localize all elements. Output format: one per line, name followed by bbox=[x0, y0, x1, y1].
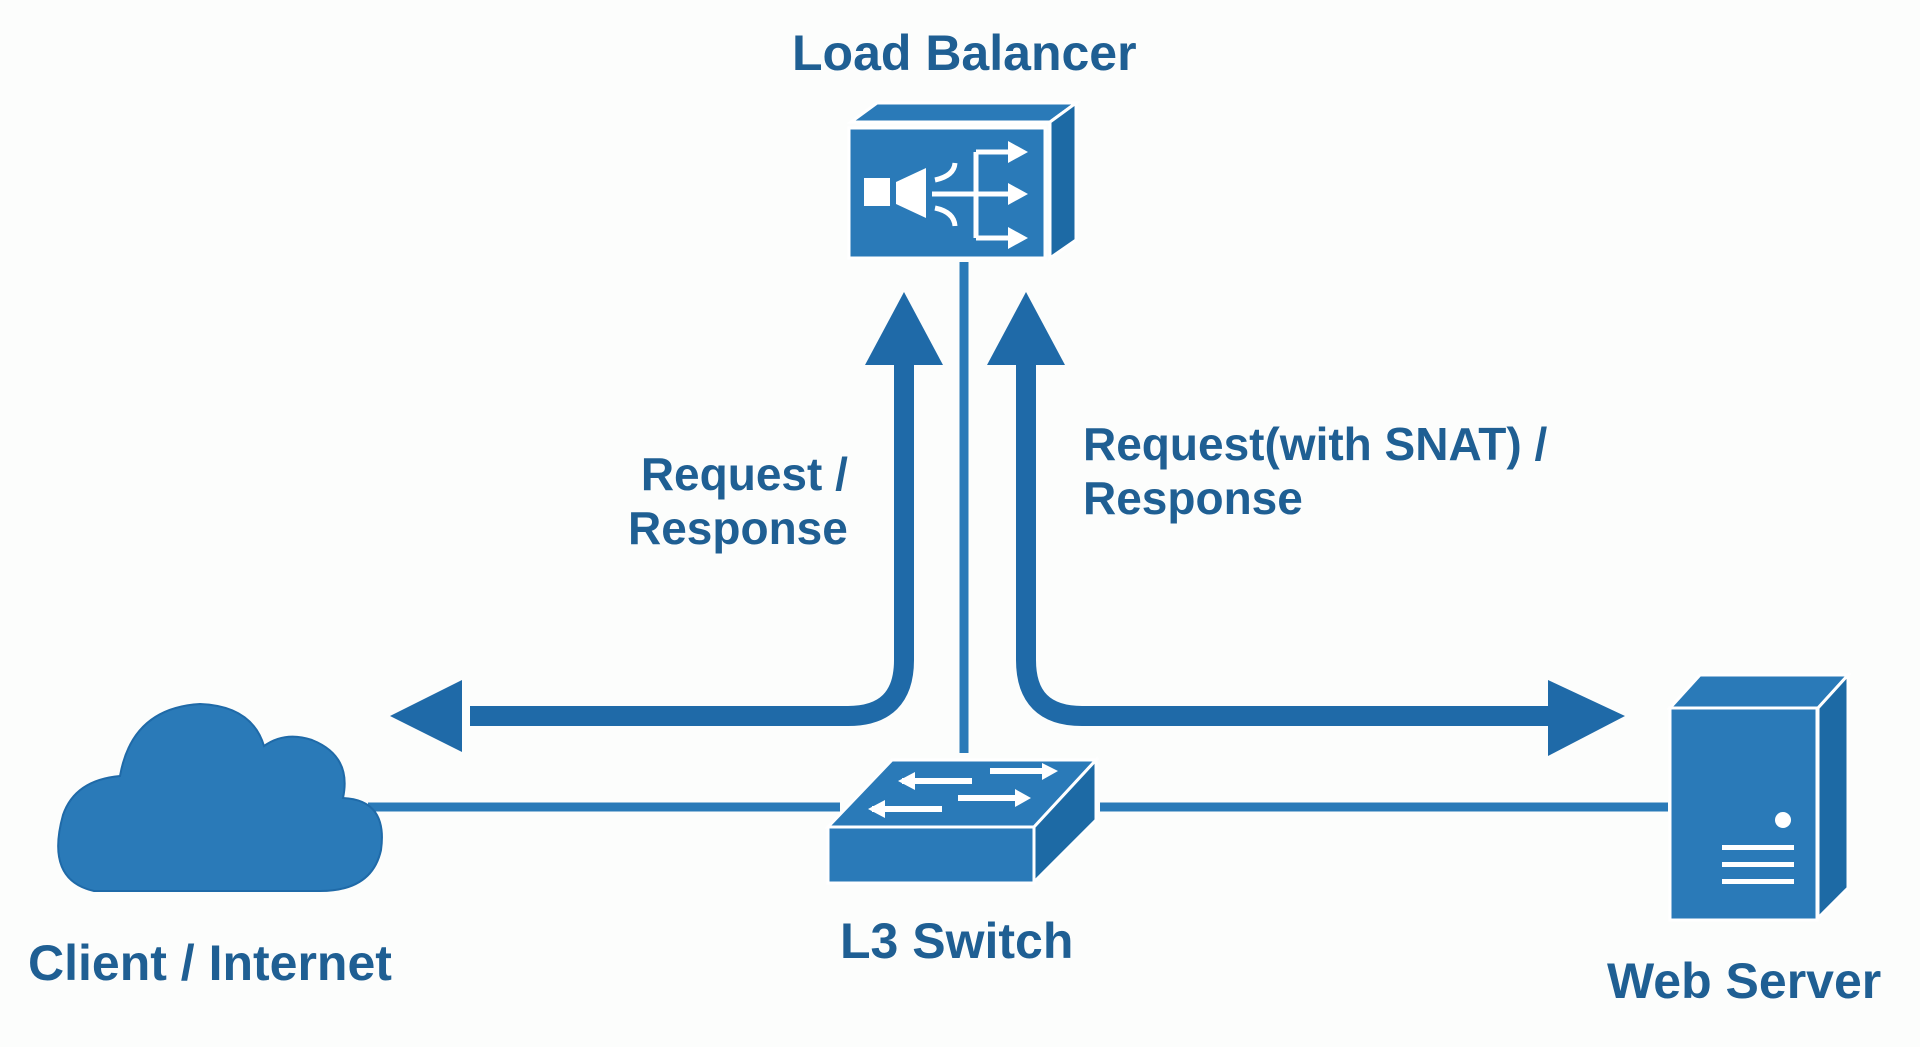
arrowhead-up-right bbox=[987, 292, 1065, 365]
flow-label-left-line2: Response bbox=[628, 501, 848, 554]
flow-label-right-line1: Request(with SNAT) / bbox=[1083, 418, 1548, 470]
load-balancer-icon bbox=[846, 100, 1081, 261]
power-button-icon bbox=[1775, 812, 1791, 828]
flow-label-left: Request / Response bbox=[628, 448, 848, 556]
client-label: Client / Internet bbox=[28, 935, 392, 991]
load-balancer-label: Load Balancer bbox=[792, 25, 1137, 81]
flow-label-right-line2: Response bbox=[1083, 471, 1303, 524]
flow-label-right: Request(with SNAT) / Response bbox=[1083, 418, 1547, 526]
arrowhead-up-left bbox=[865, 292, 943, 365]
cloud-icon bbox=[57, 702, 383, 892]
switch-icon bbox=[824, 756, 1100, 886]
server-icon bbox=[1666, 671, 1852, 922]
server-label: Web Server bbox=[1607, 953, 1882, 1009]
flow-arrow-left bbox=[390, 292, 943, 752]
switch-label: L3 Switch bbox=[840, 913, 1074, 969]
arrowhead-left bbox=[390, 680, 462, 752]
flow-arrow-right bbox=[987, 292, 1625, 756]
flow-label-left-line1: Request / bbox=[640, 448, 848, 500]
arrowhead-right bbox=[1548, 680, 1625, 756]
